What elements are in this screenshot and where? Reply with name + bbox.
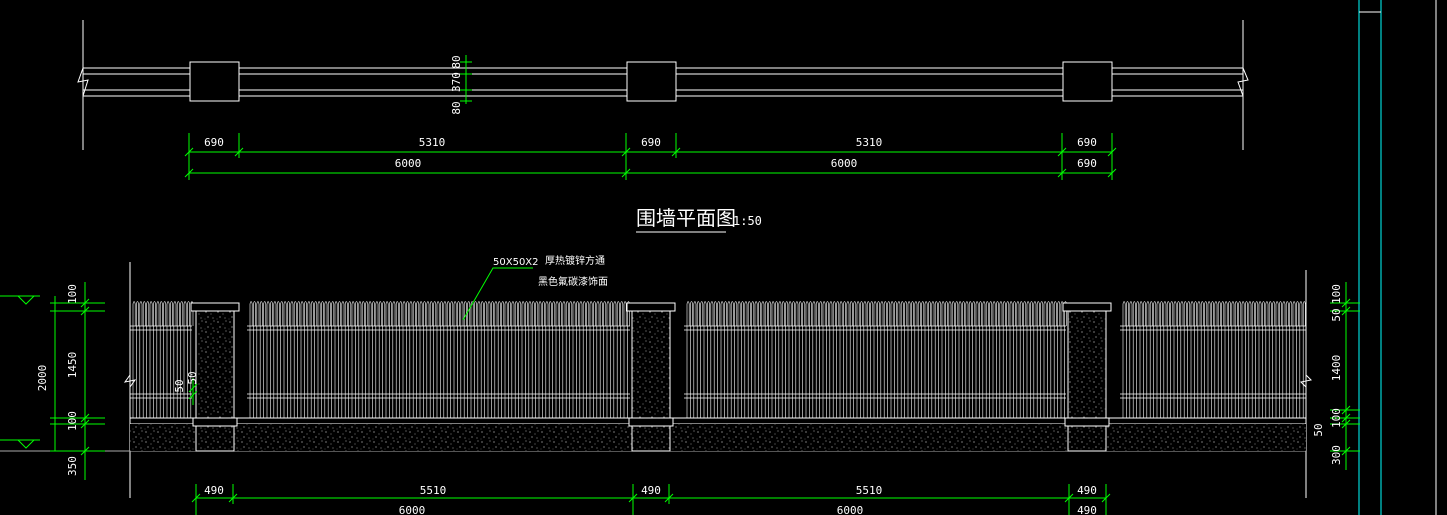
fence-panel-3 <box>684 301 1067 418</box>
right-dim-rail-top: 50 <box>1330 308 1343 321</box>
fence-panel-4 <box>1120 301 1306 418</box>
elevation-view: 50X50X2 厚热镀锌方通 黑色氟碳漆饰面 50 50 <box>0 254 1360 515</box>
plan-pier-2 <box>626 61 677 102</box>
plan-dim-pier-1: 690 <box>204 136 224 149</box>
elevation-bottom-dimensions <box>191 484 1111 515</box>
elev-dim-pier-3: 490 <box>1077 484 1097 497</box>
right-dim-cap: 100 <box>1330 284 1343 304</box>
right-dim-step: 50 <box>1312 423 1325 436</box>
plan-vertical-dimension <box>460 55 472 104</box>
fence-panel-1 <box>130 301 194 418</box>
note-size: 50X50X2 <box>493 257 539 268</box>
level-markers <box>0 295 40 449</box>
elev-dim-pier-2: 490 <box>641 484 661 497</box>
right-dim-fence: 1400 <box>1330 355 1343 382</box>
leader-note: 50X50X2 厚热镀锌方通 黑色氟碳漆饰面 <box>462 254 608 321</box>
plan-dim-pier-3: 690 <box>1077 136 1097 149</box>
plan-vdim-top: 80 <box>450 55 463 68</box>
right-dim-rail-bottom: 100 <box>1330 408 1343 428</box>
plan-title: 围墙平面图 <box>636 206 736 230</box>
plan-dim-total-2: 6000 <box>831 157 858 170</box>
plinth <box>130 424 1306 451</box>
elev-dim-span-2: 5510 <box>856 484 883 497</box>
elev-dim-total-3: 490 <box>1077 504 1097 515</box>
plan-piers <box>189 61 1113 102</box>
elevation-pier-1 <box>190 302 240 452</box>
left-dim-fence: 1450 <box>66 352 79 379</box>
plan-dim-total-1: 6000 <box>395 157 422 170</box>
plan-scale: 1:50 <box>733 214 762 228</box>
small-dim-b: 50 <box>186 371 199 384</box>
elev-dim-total-2: 6000 <box>837 504 864 515</box>
plan-dimension-lines <box>184 133 1117 180</box>
plan-dim-span-2: 5310 <box>856 136 883 149</box>
elevation-pier-2 <box>626 302 676 452</box>
left-dim-total: 2000 <box>36 365 49 392</box>
fence-panel-2 <box>247 301 630 418</box>
drawing-frame <box>1358 0 1437 515</box>
elev-dim-total-1: 6000 <box>399 504 426 515</box>
plan-dim-pier-2: 690 <box>641 136 661 149</box>
small-dimension <box>188 378 198 405</box>
fence-panels <box>130 301 1306 418</box>
small-dim-a: 50 <box>173 379 186 392</box>
plan-dim-span-1: 5310 <box>419 136 446 149</box>
plan-dim-total-3: 690 <box>1077 157 1097 170</box>
plan-vdim-bottom: 80 <box>450 101 463 114</box>
plan-vdim-mid: 370 <box>450 72 463 92</box>
elev-dim-span-1: 5510 <box>420 484 447 497</box>
right-dim-base: 300 <box>1330 445 1343 465</box>
plan-pier-1 <box>189 61 240 102</box>
left-dim-base: 350 <box>66 456 79 476</box>
elev-dim-pier-1: 490 <box>204 484 224 497</box>
elevation-piers <box>190 302 1112 452</box>
left-dim-cap: 100 <box>66 284 79 304</box>
left-dimensions <box>50 282 105 480</box>
note-material: 厚热镀锌方通 <box>545 254 605 267</box>
note-finish: 黑色氟碳漆饰面 <box>538 275 608 288</box>
right-dimensions <box>1330 282 1360 470</box>
plan-pier-3 <box>1062 61 1113 102</box>
plan-view: 80 370 80 690 5310 690 5310 <box>77 20 1249 233</box>
elevation-pier-3 <box>1062 302 1112 452</box>
left-dim-rail: 100 <box>66 411 79 431</box>
